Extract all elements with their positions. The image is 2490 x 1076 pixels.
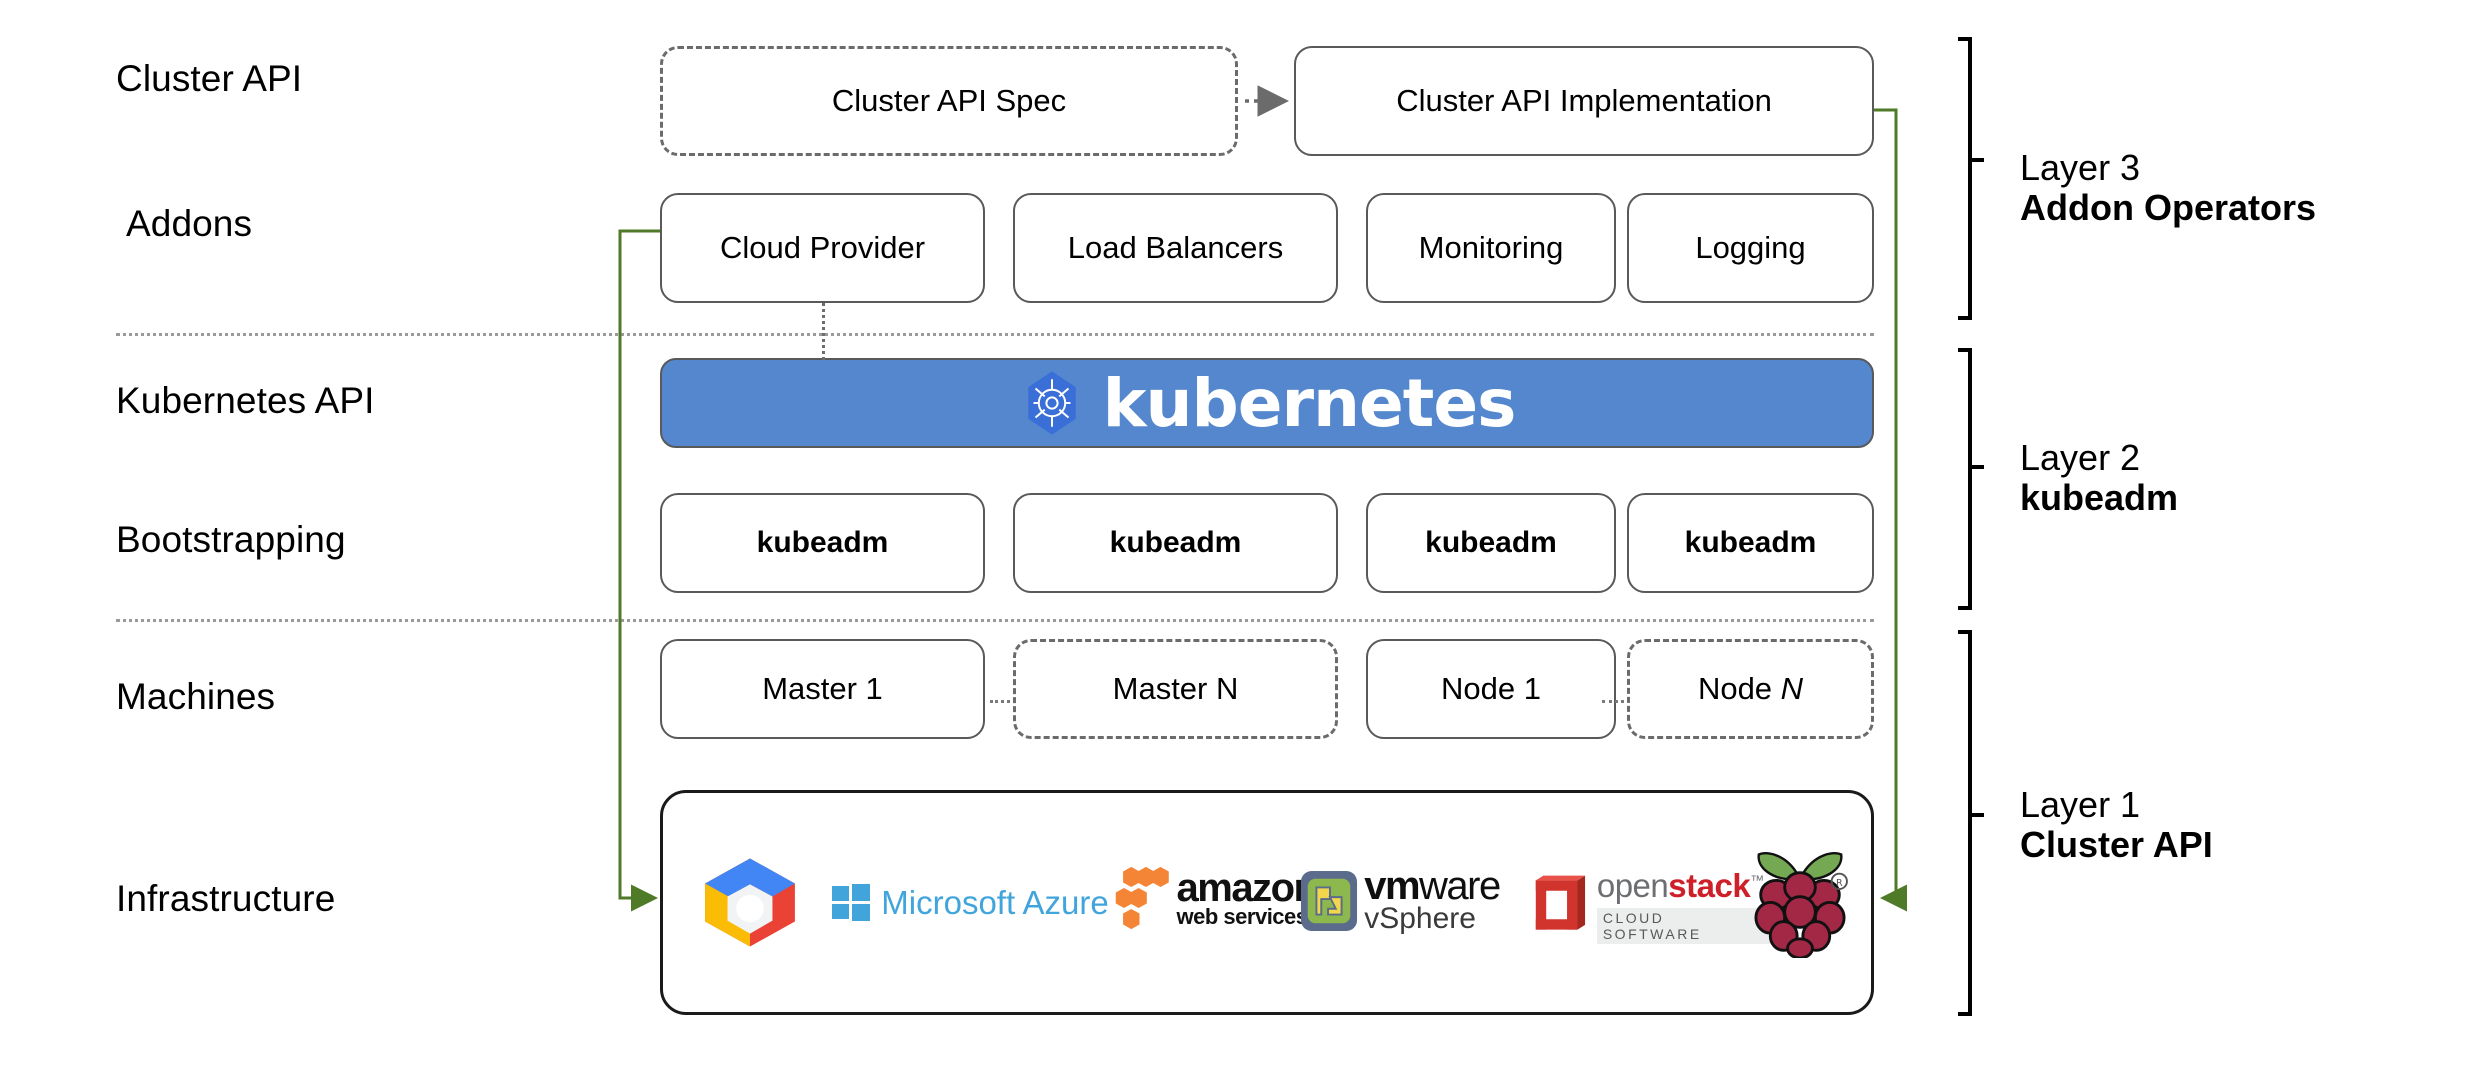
caption-layer-1: Layer 1 Cluster API (2020, 784, 2213, 866)
svg-text:R: R (1836, 878, 1843, 889)
caption-layer-3-line2: Addon Operators (2020, 187, 2317, 229)
box-node-n[interactable]: Node N (1627, 639, 1874, 739)
logo-vmware-vsphere: vmware vSphere (1275, 858, 1525, 943)
vmware-vm-text: vm (1364, 864, 1420, 909)
openstack-cloud-software-text: CLOUD SOFTWARE (1596, 907, 1772, 944)
bracket-layer-2 (1958, 348, 1984, 610)
vmware-ware-text: ware (1419, 864, 1501, 909)
row-label-bootstrapping: Bootstrapping (116, 519, 346, 560)
logo-microsoft-azure: Microsoft Azure (825, 875, 1115, 930)
row-label-infrastructure: Infrastructure (116, 878, 336, 919)
box-kubeadm-4[interactable]: kubeadm (1627, 493, 1874, 593)
box-master-1[interactable]: Master 1 (660, 639, 985, 739)
vmware-logo-icon (1301, 870, 1358, 931)
impl-to-infra-arrow (1874, 108, 1907, 912)
box-cluster-api-implementation[interactable]: Cluster API Implementation (1294, 46, 1874, 156)
box-node-n-prefix: Node (1697, 671, 1781, 707)
box-node-1-label: Node 1 (1441, 671, 1541, 707)
box-node-n-italic: N (1780, 671, 1804, 707)
kubernetes-banner: kubernetes (660, 358, 1874, 448)
box-master-n-label: Master N (1112, 671, 1239, 707)
row-label-kubernetes-api: Kubernetes API (116, 380, 375, 421)
windows-logo-icon (832, 883, 871, 921)
aws-amazon-text: amazon (1176, 865, 1318, 910)
logo-openstack: openstack™ CLOUD SOFTWARE (1532, 865, 1772, 945)
layer-divider-upper (116, 333, 1874, 336)
raspberry-pi-icon: R (1754, 851, 1848, 958)
vmware-wordmark: vmware vSphere (1364, 866, 1501, 936)
openstack-open-text: open (1596, 866, 1669, 904)
bracket-layer-1 (1958, 630, 1984, 1016)
caption-layer-2-line2: kubeadm (2020, 477, 2179, 519)
caption-layer-3: Layer 3 Addon Operators (2020, 147, 2317, 229)
box-cluster-api-implementation-label: Cluster API Implementation (1396, 83, 1772, 119)
box-cloud-provider[interactable]: Cloud Provider (660, 193, 985, 303)
master-ellipsis-link (990, 700, 1010, 703)
box-kubeadm-3[interactable]: kubeadm (1366, 493, 1616, 593)
box-kubeadm-1-label: kubeadm (756, 526, 889, 559)
box-node-n-label: Node N (1698, 670, 1803, 707)
box-kubeadm-1[interactable]: kubeadm (660, 493, 985, 593)
openstack-cube-icon (1535, 875, 1586, 930)
box-cluster-api-spec-label: Cluster API Spec (831, 83, 1067, 119)
bracket-layer-3 (1958, 37, 1984, 320)
vsphere-text: vSphere (1364, 902, 1476, 936)
box-load-balancers[interactable]: Load Balancers (1013, 193, 1338, 303)
caption-layer-2: Layer 2 kubeadm (2020, 437, 2179, 519)
caption-layer-3-line1: Layer 3 (2020, 147, 2141, 188)
box-kubeadm-2-label: kubeadm (1109, 526, 1242, 559)
aws-webservices-text: web services (1176, 903, 1308, 929)
caption-layer-2-line1: Layer 2 (2020, 437, 2141, 478)
layer-divider-lower (116, 619, 1874, 622)
vmware-text: vmware (1364, 866, 1501, 906)
azure-wordmark: Microsoft Azure (881, 883, 1109, 921)
box-infrastructure[interactable] (660, 790, 1874, 1015)
box-monitoring-label: Monitoring (1418, 230, 1564, 266)
row-label-machines: Machines (116, 676, 276, 717)
kubernetes-helm-wheel-icon (1027, 371, 1076, 435)
box-cloud-provider-label: Cloud Provider (719, 230, 926, 266)
aws-boxes-icon (1115, 866, 1169, 930)
box-logging-label: Logging (1695, 230, 1806, 266)
logo-amazon-web-services: amazon web services (1112, 848, 1318, 948)
cloud-provider-to-k8s-line (822, 303, 825, 360)
openstack-stack-text: stack (1668, 866, 1751, 904)
openstack-wordmark: openstack™ CLOUD SOFTWARE (1596, 867, 1772, 944)
row-label-addons: Addons (126, 203, 253, 244)
box-master-1-label: Master 1 (762, 671, 883, 707)
box-cluster-api-spec[interactable]: Cluster API Spec (660, 46, 1238, 156)
kubernetes-wordmark: kubernetes (1102, 364, 1517, 442)
google-cloud-hexagon-icon (705, 858, 795, 947)
logo-raspberry-pi: R (1740, 840, 1860, 960)
caption-layer-1-line1: Layer 1 (2020, 784, 2141, 825)
box-master-n[interactable]: Master N (1013, 639, 1338, 739)
node-ellipsis-link (1602, 700, 1624, 703)
openstack-main-text: openstack™ (1597, 867, 1764, 905)
row-label-cluster-api: Cluster API (116, 58, 303, 99)
caption-layer-1-line2: Cluster API (2020, 824, 2213, 866)
box-node-1[interactable]: Node 1 (1366, 639, 1616, 739)
logo-google-cloud (690, 855, 810, 950)
box-monitoring[interactable]: Monitoring (1366, 193, 1616, 303)
box-kubeadm-2[interactable]: kubeadm (1013, 493, 1338, 593)
box-logging[interactable]: Logging (1627, 193, 1874, 303)
openstack-tm-text: ™ (1750, 871, 1764, 888)
cloud-provider-to-infra-arrow (618, 229, 660, 912)
box-load-balancers-label: Load Balancers (1067, 230, 1284, 266)
box-kubeadm-3-label: kubeadm (1425, 526, 1557, 559)
box-kubeadm-4-label: kubeadm (1684, 526, 1817, 559)
aws-wordmark: amazon web services (1176, 865, 1318, 929)
